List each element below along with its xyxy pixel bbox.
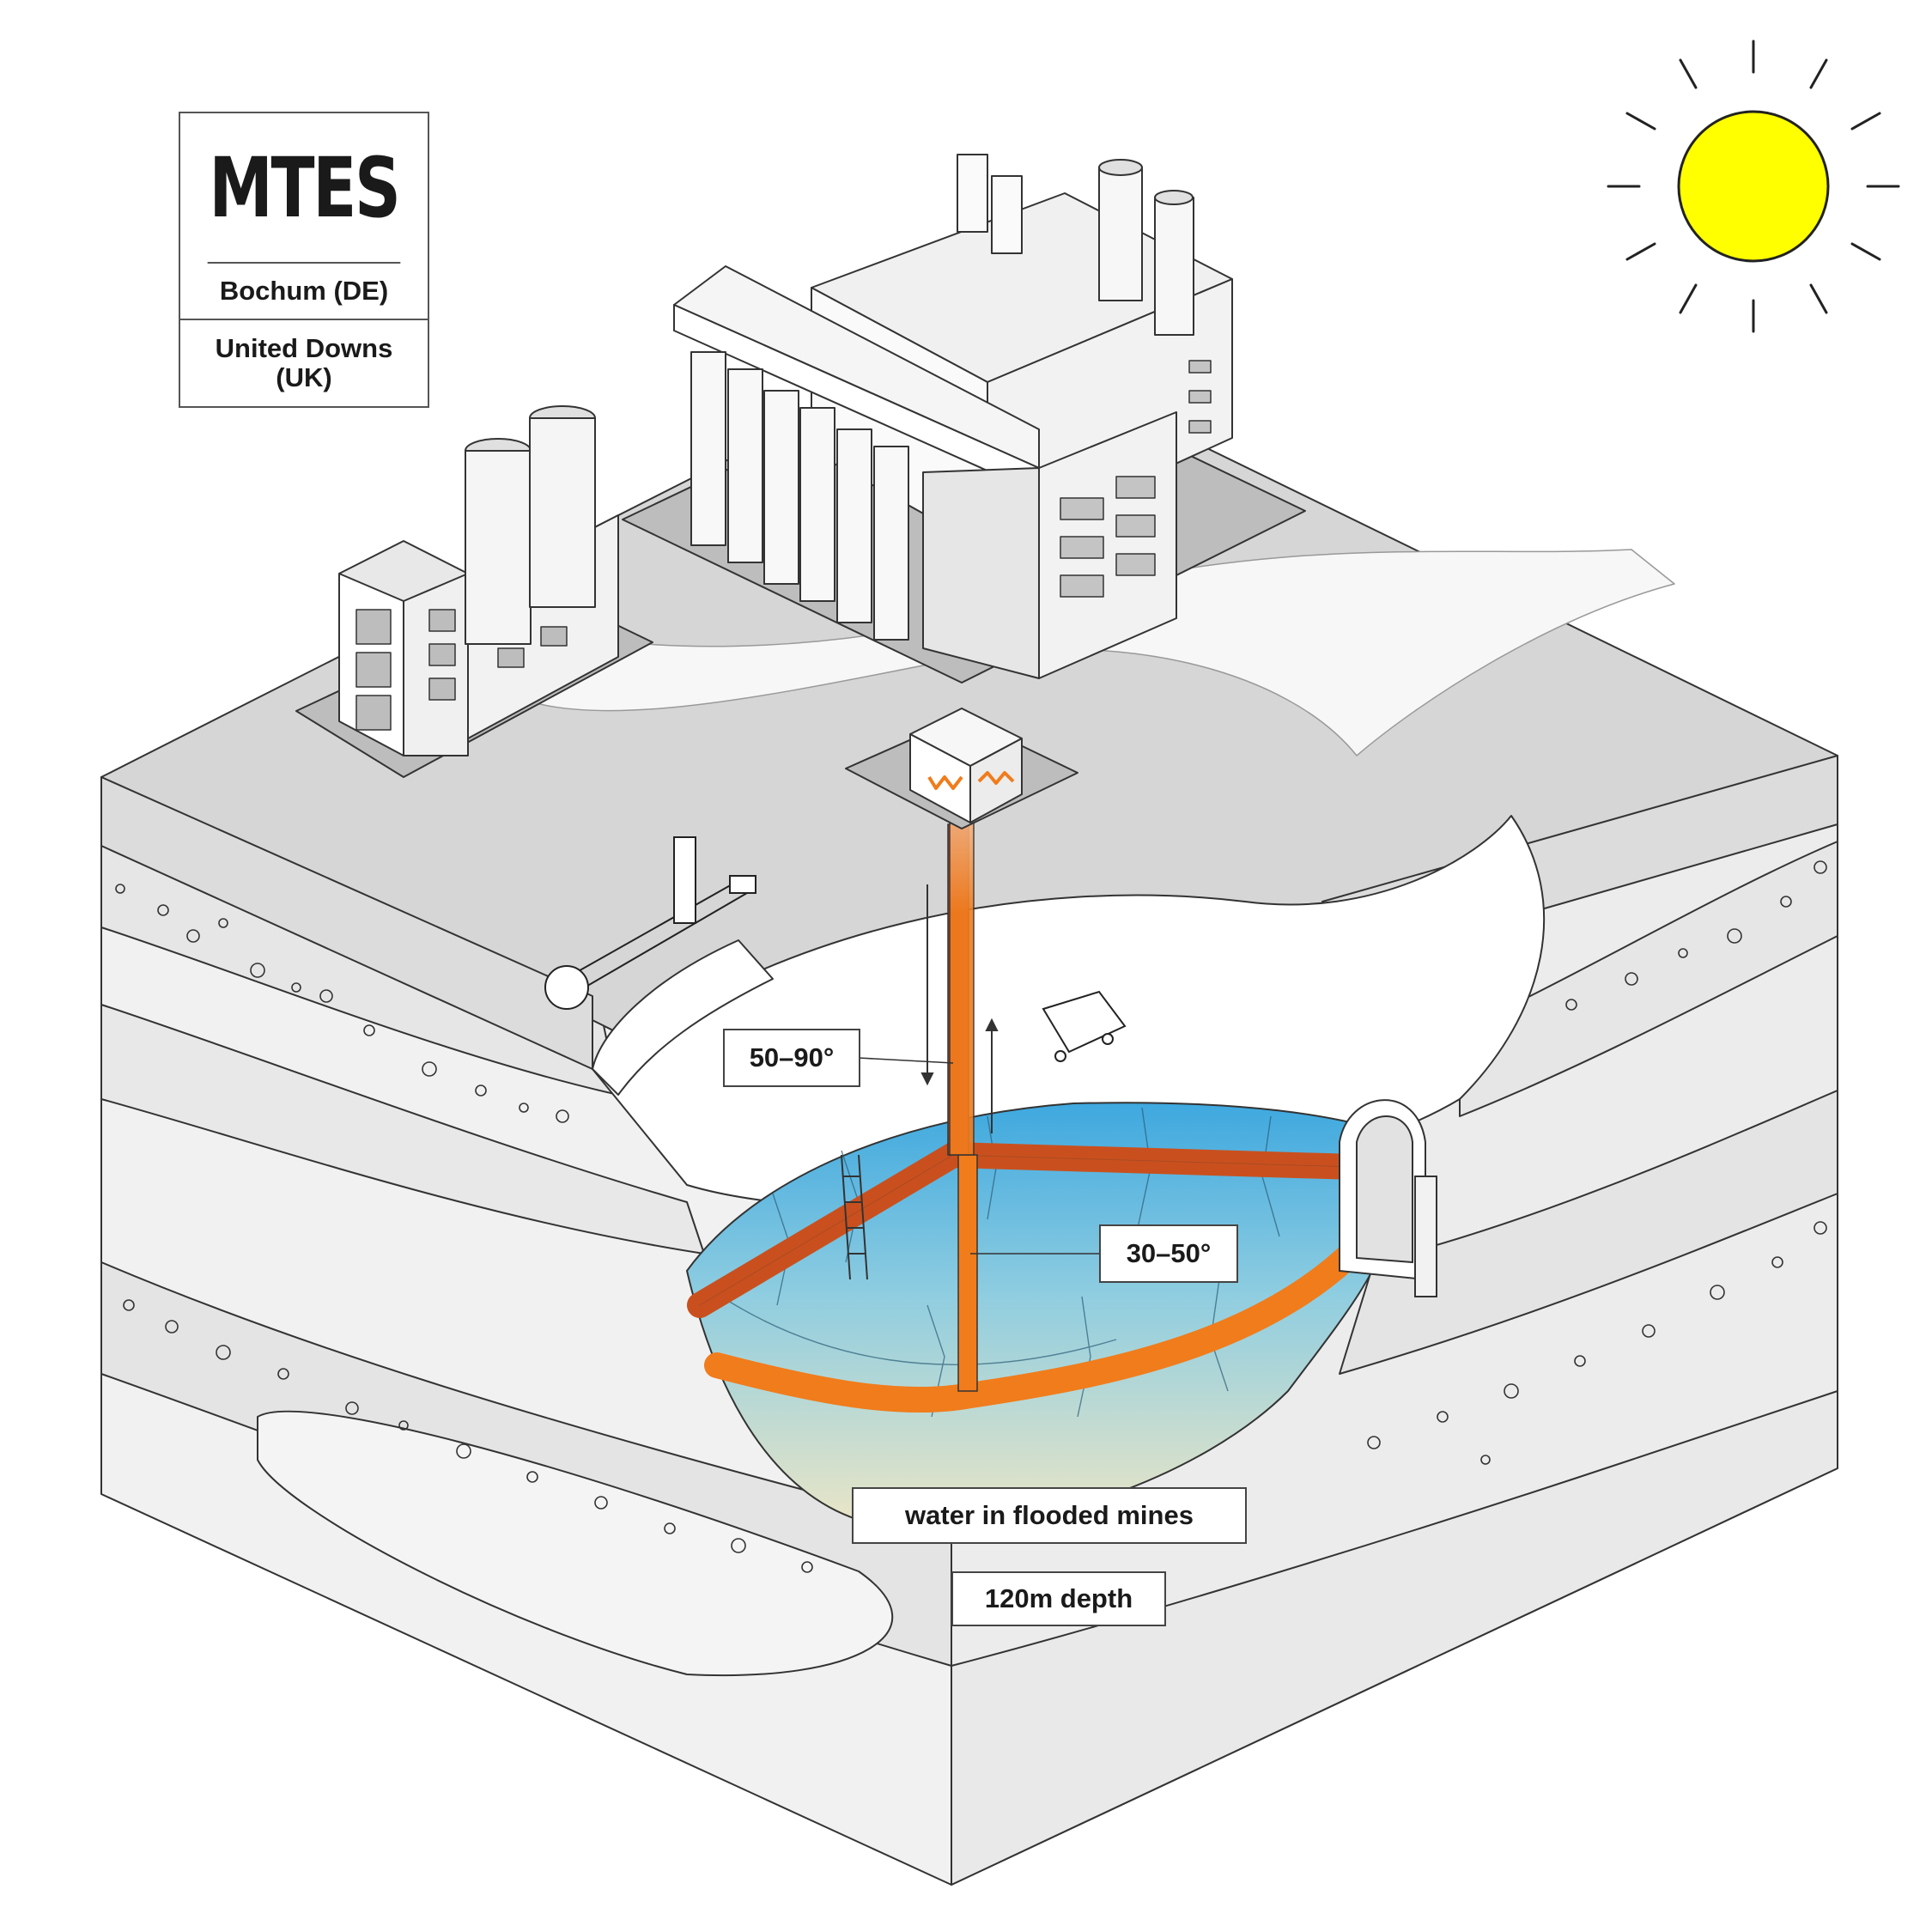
cool-temperature-label: 30–50° — [1099, 1224, 1238, 1283]
ladder-icon — [841, 1154, 868, 1280]
pipe-network — [687, 811, 1395, 1413]
tunnel-icon — [1339, 1099, 1437, 1297]
hot-temperature-label: 50–90° — [723, 1029, 860, 1087]
large-power-plant — [622, 154, 1306, 683]
sun-icon — [1607, 39, 1900, 333]
rock-speckles — [115, 860, 1827, 1573]
location-bochum: Bochum (DE) — [180, 264, 428, 320]
flow-arrows — [920, 884, 999, 1133]
excavator-icon — [544, 836, 756, 1010]
heat-exchanger-icon — [845, 708, 1078, 829]
location-united-downs-line1: United Downs — [215, 333, 393, 363]
diagram-title: MTES — [207, 113, 401, 264]
title-box: MTES Bochum (DE) United Downs (UK) — [179, 112, 429, 408]
water-label: water in flooded mines — [852, 1487, 1247, 1544]
location-united-downs-line2: (UK) — [276, 362, 332, 392]
depth-label: 120m depth — [951, 1571, 1166, 1626]
location-united-downs: United Downs (UK) — [180, 320, 428, 406]
small-power-plant — [295, 405, 653, 778]
mine-cart-icon — [1042, 990, 1127, 1062]
